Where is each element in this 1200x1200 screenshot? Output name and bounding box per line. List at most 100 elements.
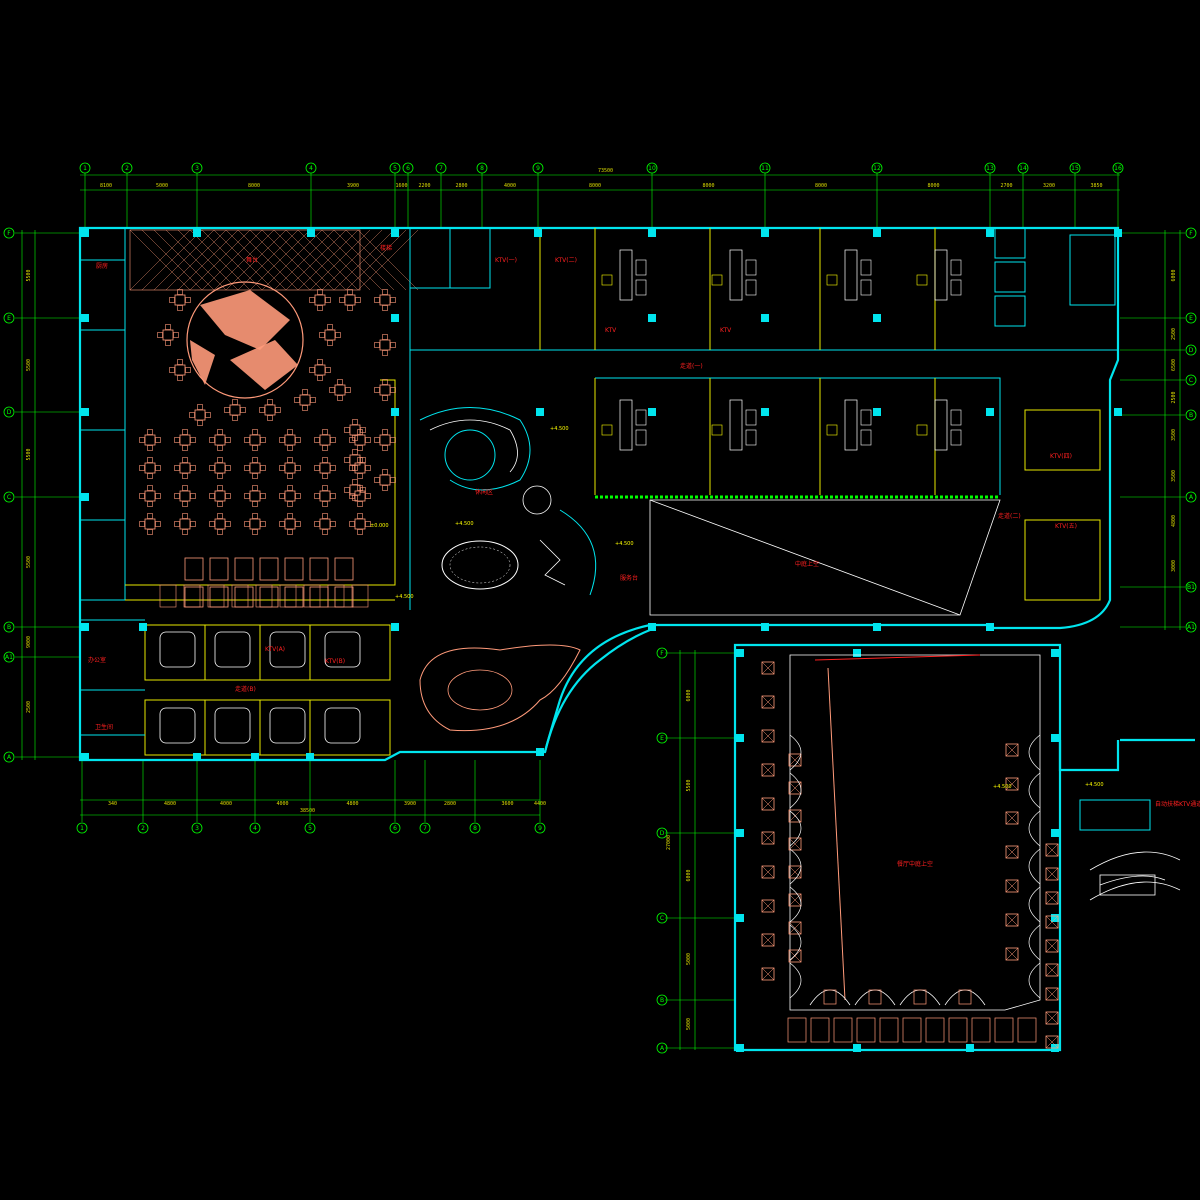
label-atrium: 中庭上空: [795, 560, 819, 568]
label-ktv3: KTV: [605, 327, 617, 334]
elevation-4: +4.500: [550, 426, 569, 432]
structural-column: [761, 408, 769, 416]
right-dim-segment: 6500: [1171, 359, 1177, 371]
structural-column: [873, 623, 881, 631]
top-axis-bubble: 6: [402, 162, 414, 174]
dining-table: [139, 457, 161, 479]
left-dim-segment: 5500: [26, 556, 32, 568]
svg-text:1: 1: [83, 165, 87, 172]
label-kitchen: 厨房: [96, 262, 108, 270]
left-dim-segment: 2500: [26, 701, 32, 713]
top-dim-segment: 8000: [248, 183, 260, 189]
top-axis-bubble: 14: [1017, 162, 1029, 174]
svg-text:13: 13: [986, 165, 994, 172]
dining-table: [309, 289, 331, 311]
structural-column: [81, 753, 89, 761]
dining-table: [279, 429, 301, 451]
arched-booth: [809, 989, 851, 1006]
top-axis-bubble: 16: [1112, 162, 1124, 174]
booth-seat: [255, 584, 273, 608]
top-dim-segment: 2800: [455, 183, 467, 189]
dining-table: [294, 389, 316, 411]
svg-text:A1: A1: [1187, 624, 1195, 631]
bottom-dim-segment: 4800: [346, 801, 358, 807]
top-axis-bubble: 9: [532, 162, 544, 174]
bottom-axis-bubble: 8: [469, 822, 481, 834]
ktv-room-sofa: [826, 249, 872, 301]
dining-table: [279, 485, 301, 507]
lower-dim-segment: 6000: [686, 869, 692, 881]
structural-column: [736, 649, 744, 657]
restaurant-booth: [761, 661, 775, 675]
bottom-axis-bubble: 1: [76, 822, 88, 834]
label-stair: 楼梯: [380, 244, 392, 252]
ktv-room-sofa: [711, 249, 757, 301]
structural-column: [391, 623, 399, 631]
structural-column: [648, 623, 656, 631]
svg-text:10: 10: [648, 165, 656, 172]
top-axis-bubble: 5: [389, 162, 401, 174]
top-axis-bubble: 10: [646, 162, 658, 174]
structural-column: [81, 623, 89, 631]
svg-text:C: C: [7, 494, 11, 501]
restaurant-booth: [1045, 867, 1059, 881]
restaurant-booth: [788, 893, 802, 907]
left-axis-bubble: B: [3, 621, 15, 633]
reception-arc: [539, 509, 597, 596]
side-scallop: [789, 924, 802, 961]
restaurant-booth: [1045, 915, 1059, 929]
banquet-tables: [159, 557, 369, 608]
top-dim-segment: 2200: [418, 183, 430, 189]
bottom-banquet-seat: [856, 1017, 876, 1043]
dining-table: [349, 513, 371, 535]
bottom-dim-segment: 340: [108, 801, 117, 807]
dining-table: [314, 457, 336, 479]
bottom-axis-bubble: 6: [389, 822, 401, 834]
elevation-5: +4.500: [395, 594, 414, 600]
restaurant-booth: [1045, 1011, 1059, 1025]
svg-text:3: 3: [195, 165, 199, 172]
right-dim-segment: 3500: [1171, 470, 1177, 482]
structural-columns: [81, 229, 1122, 1052]
dining-table: [169, 359, 191, 381]
lower-axis-bubble: F: [656, 647, 668, 659]
structural-column: [1051, 914, 1059, 922]
svg-text:6: 6: [406, 165, 410, 172]
structural-column: [81, 229, 89, 237]
bottom-banquet-seat: [948, 1017, 968, 1043]
hall-tables: [139, 289, 396, 535]
side-scallop: [789, 772, 802, 809]
restaurant-booth: [1045, 987, 1059, 1001]
top-axis-bubble: 12: [871, 162, 883, 174]
structural-column: [986, 229, 994, 237]
structural-column: [853, 1044, 861, 1052]
side-scallop: [1028, 734, 1041, 771]
structural-column: [966, 1044, 974, 1052]
dining-table: [374, 334, 396, 356]
dining-table: [169, 289, 191, 311]
top-dim-segment: 8000: [927, 183, 939, 189]
bottom-axis-bubble: 9: [534, 822, 546, 834]
lower-dim-segment: 5000: [686, 953, 692, 965]
structural-column: [534, 229, 542, 237]
svg-text:B: B: [7, 624, 11, 631]
structural-column: [193, 229, 201, 237]
svg-text:12: 12: [873, 165, 881, 172]
elevation-1: ±0.000: [370, 523, 389, 529]
dining-table: [209, 457, 231, 479]
ktv-room-sofa: [916, 399, 962, 451]
ktv-room-furniture: [159, 249, 962, 744]
label-corridor-lower: 走道(B): [235, 685, 256, 693]
top-dim-segment: 2700: [1000, 183, 1012, 189]
booth-seat: [183, 584, 201, 608]
svg-text:A: A: [7, 754, 12, 761]
lower-dim-segment: 6000: [686, 689, 692, 701]
bottom-banquet-seat: [994, 1017, 1014, 1043]
right-dim-segment: 3500: [1171, 429, 1177, 441]
structural-column: [139, 623, 147, 631]
booth-seat: [207, 584, 225, 608]
structural-column: [1051, 829, 1059, 837]
label-ktv1: KTV(一): [495, 257, 517, 264]
